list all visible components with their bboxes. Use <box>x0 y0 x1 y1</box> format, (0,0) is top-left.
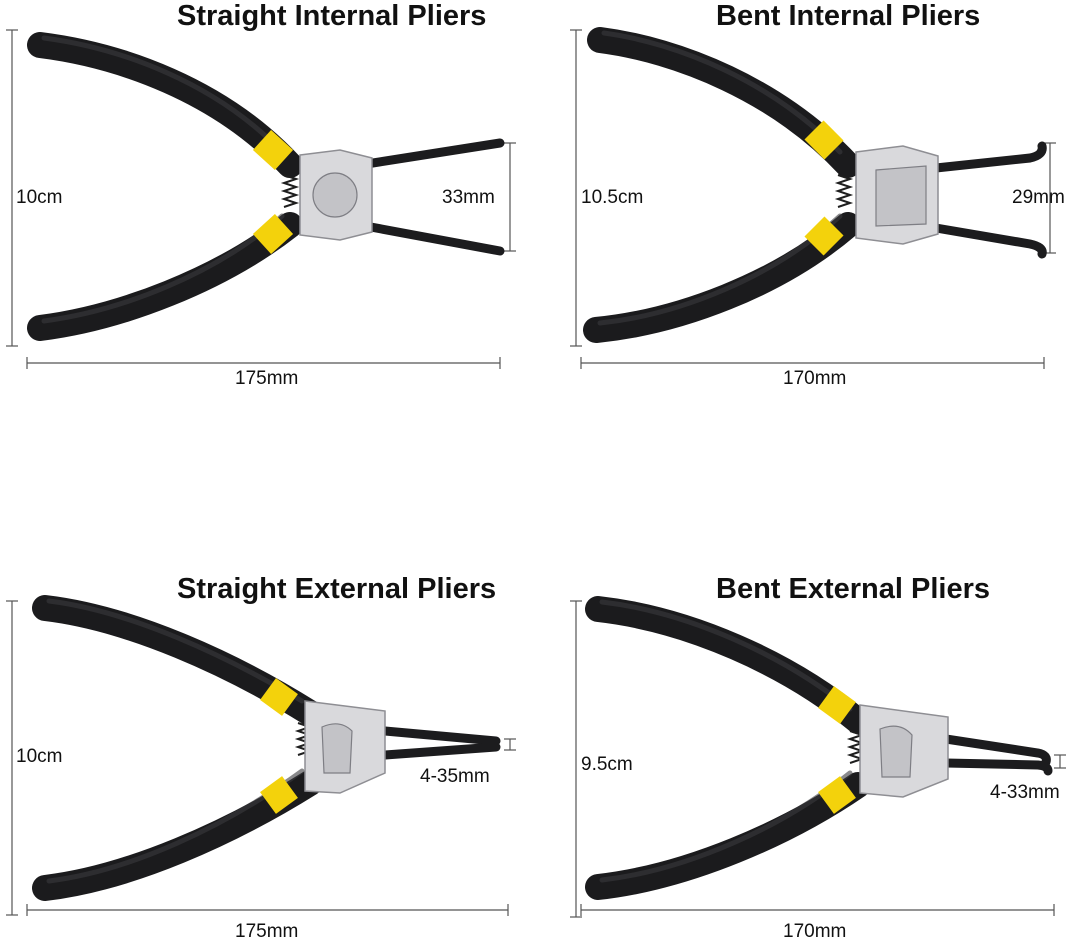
jaw-opening-label: 33mm <box>442 187 495 208</box>
panel-title: Bent External Pliers <box>716 573 990 605</box>
height-label: 9.5cm <box>581 754 633 775</box>
panel-bent-internal-pliers: Bent Internal Pliers 10.5cm 170mm 29mm <box>538 0 1076 474</box>
jaw-opening-label: 4-33mm <box>990 782 1060 803</box>
height-label: 10.5cm <box>581 187 644 208</box>
length-label: 175mm <box>235 368 299 389</box>
straight-internal-pliers-image <box>6 29 516 369</box>
straight-external-pliers-image <box>6 595 516 916</box>
length-label: 170mm <box>783 368 847 389</box>
panel-title: Straight Internal Pliers <box>177 0 487 32</box>
panel-title: Bent Internal Pliers <box>716 0 981 32</box>
height-label: 10cm <box>16 187 63 208</box>
length-label: 170mm <box>783 921 847 942</box>
jaw-opening-label: 4-35mm <box>420 766 490 787</box>
jaw-opening-label: 29mm <box>1012 187 1065 208</box>
panel-bent-external-pliers: Bent External Pliers 9.5cm 170mm 4-33mm <box>538 473 1076 947</box>
bent-external-pliers-image <box>570 596 1066 918</box>
panel-straight-external-pliers: Straight External Pliers 10cm 175mm 4-35… <box>0 473 538 947</box>
panel-straight-internal-pliers: Straight Internal Pliers 10cm 175mm 33mm <box>0 0 538 474</box>
length-label: 175mm <box>235 921 299 942</box>
height-label: 10cm <box>16 746 63 767</box>
panel-title: Straight External Pliers <box>177 573 497 605</box>
bent-internal-pliers-image <box>570 27 1056 369</box>
